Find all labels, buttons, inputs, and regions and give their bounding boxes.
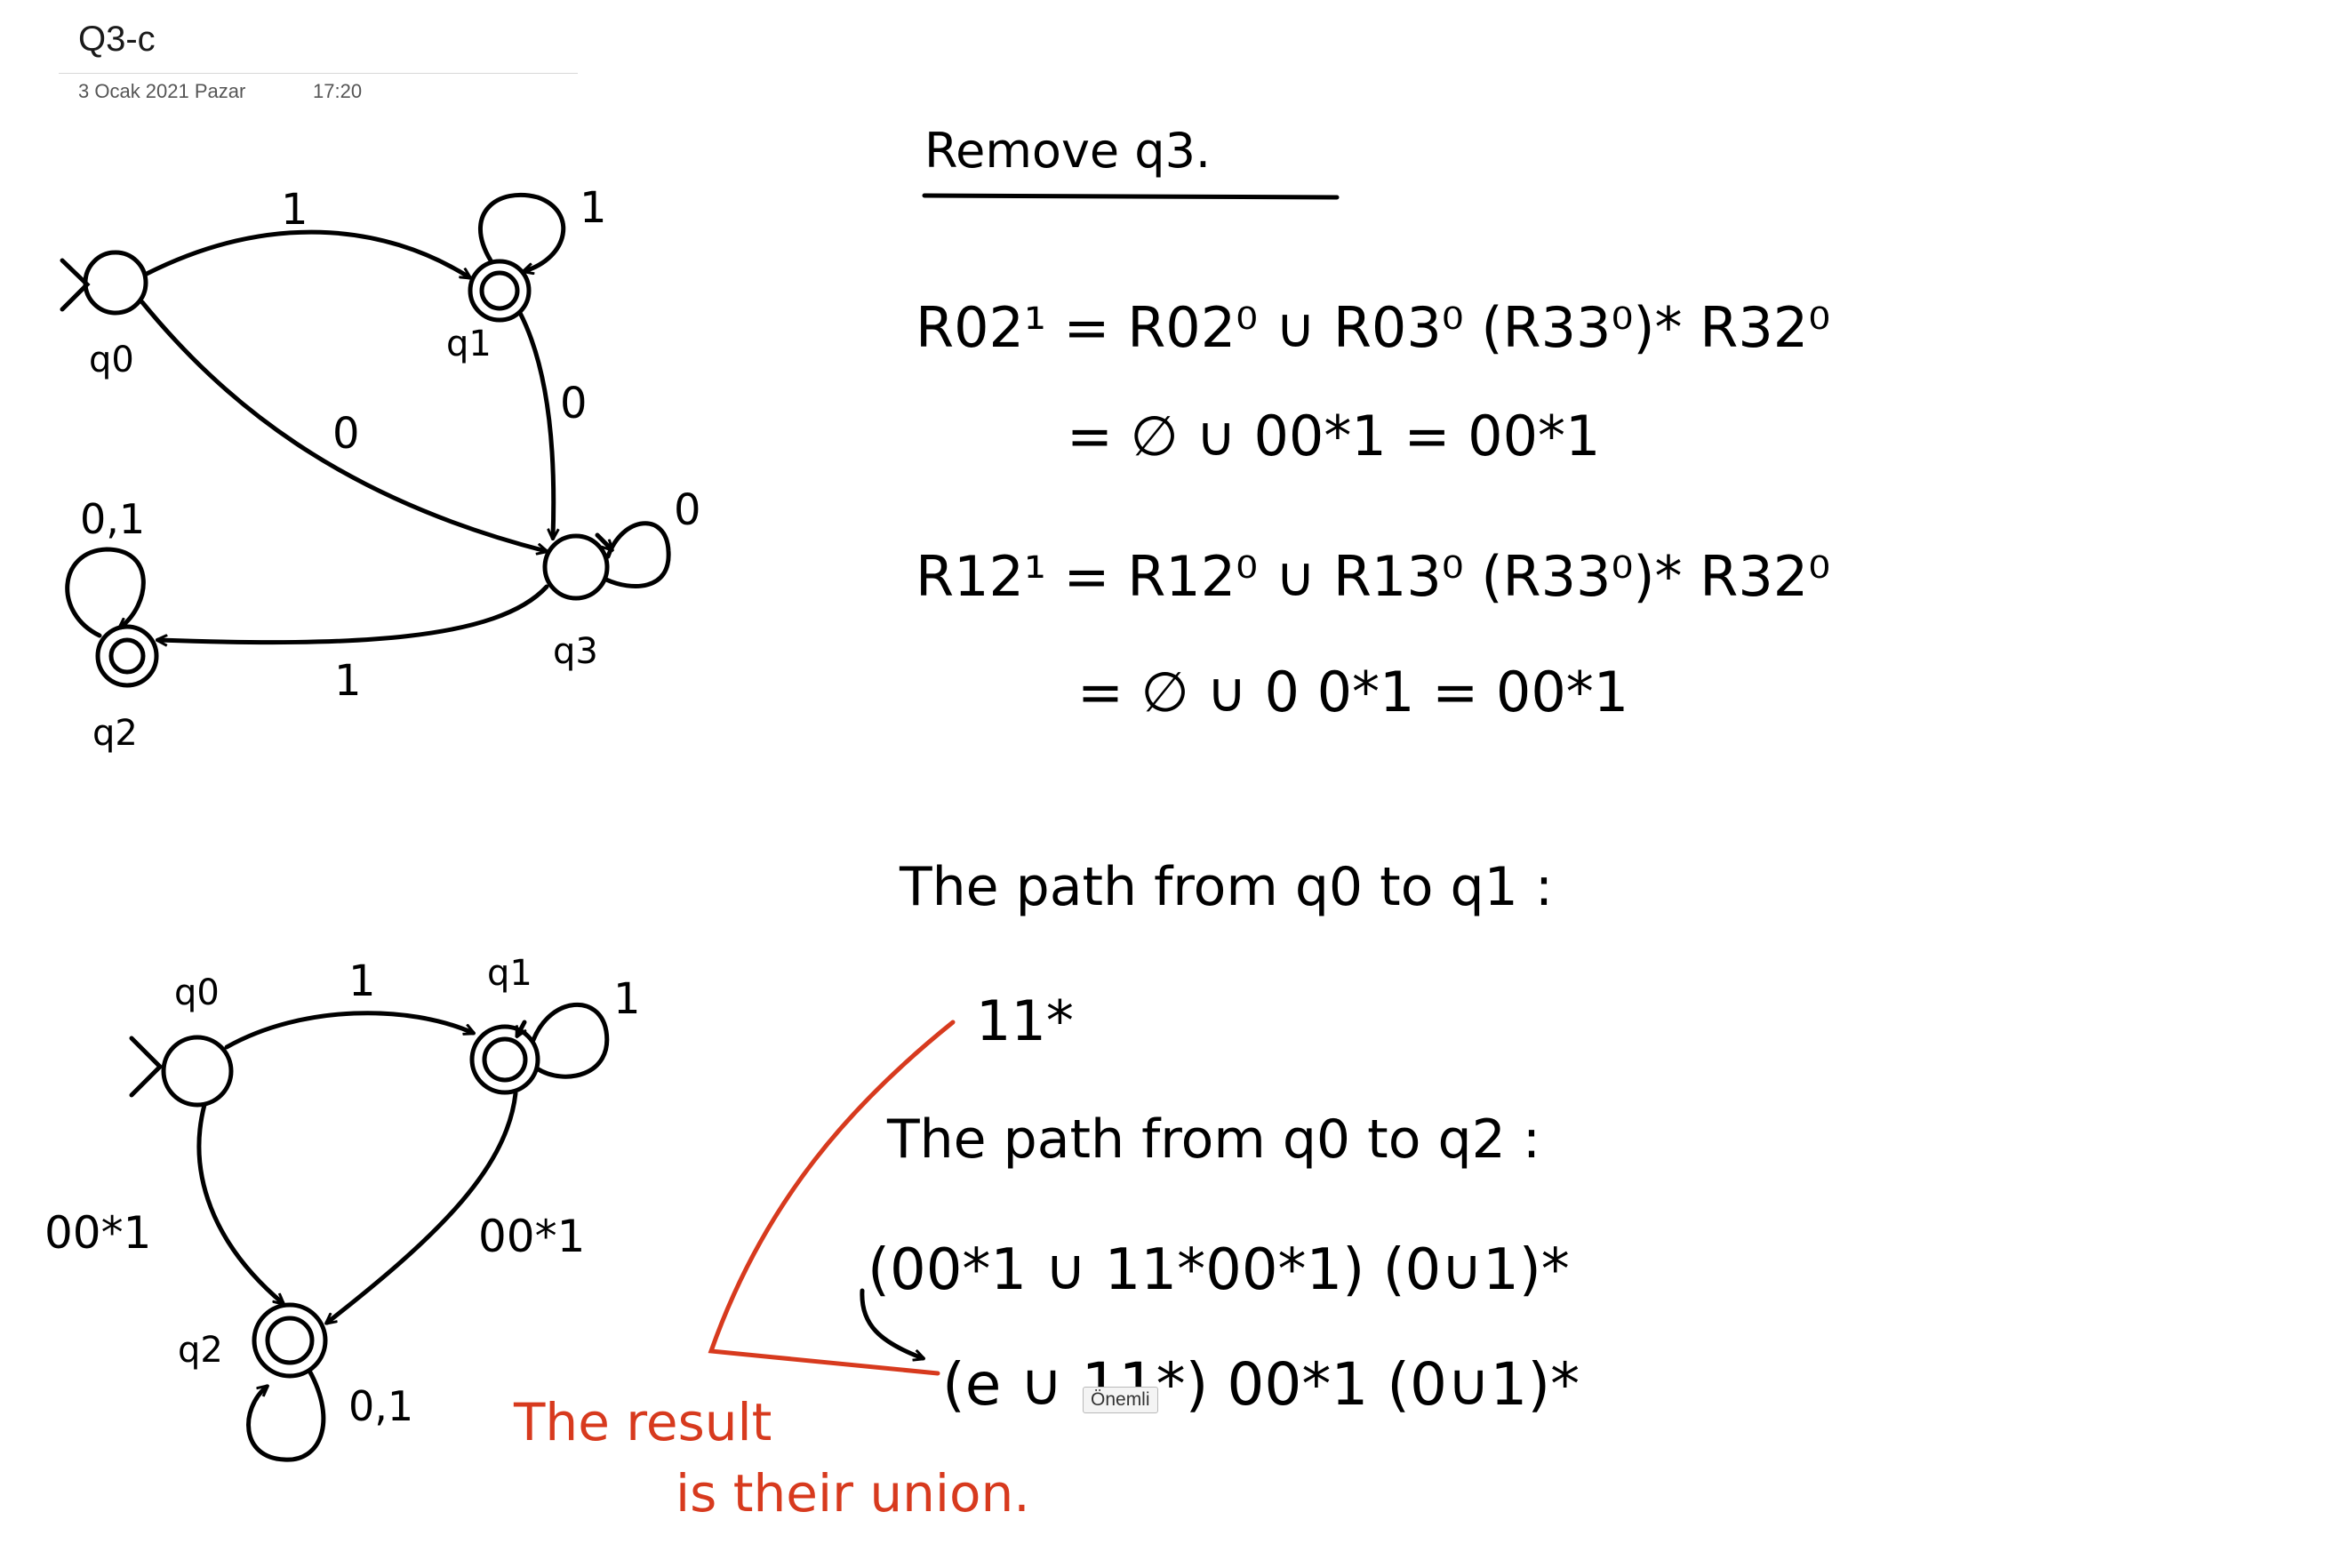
label-q2: q2 <box>92 713 138 754</box>
edge-q0-q3 <box>140 300 546 551</box>
state-q1 <box>468 259 532 323</box>
state2-q1-accept-ring <box>482 1036 528 1083</box>
loop2-q1 <box>531 1002 610 1079</box>
label2-q1: q1 <box>487 953 532 994</box>
loop-q3 <box>604 521 671 588</box>
edge2-q1-q2 <box>327 1091 518 1323</box>
equation-r12-result: = ∅ ∪ 0 0*1 = 00*1 <box>1077 660 1628 724</box>
page-title: Q3-c <box>78 20 156 59</box>
path-q0-q2-label: The path from q0 to q2 : <box>886 1108 1540 1171</box>
edge-label-q1-q3: 0 <box>560 379 588 428</box>
edge-label-q3-loop: 0 <box>674 485 701 535</box>
edge-label-q1-loop: 1 <box>580 183 607 233</box>
state-q2 <box>95 624 159 688</box>
label-q0: q0 <box>89 340 134 380</box>
derivation-notes: Remove q3. R02¹ = R02⁰ ∪ R03⁰ (R33⁰)* R3… <box>860 123 1830 1419</box>
path-q0-q1-label: The path from q0 to q1 : <box>899 856 1553 918</box>
edge2-label-q1-q2: 00*1 <box>478 1211 585 1262</box>
diagram-original <box>60 192 671 688</box>
diagram-original-labels: q0 q1 q2 q3 1 1 0 0 0 1 0,1 <box>80 183 701 754</box>
edge-q1-q3 <box>517 310 554 538</box>
equation-r12: R12¹ = R12⁰ ∪ R13⁰ (R33⁰)* R32⁰ <box>916 544 1830 609</box>
page-date: 3 Ocak 2021 Pazar <box>78 80 246 102</box>
annotation-line2: is their union. <box>676 1463 1030 1524</box>
annotation-line1: The result <box>513 1392 772 1452</box>
heading-remove-q3: Remove q3. <box>924 123 1211 179</box>
state-q1-accept-ring <box>479 270 520 311</box>
diagram-reduced <box>129 1002 610 1462</box>
union-annotation: The result is their union. <box>513 1020 1030 1524</box>
path-q0-q1-expr: 11* <box>976 988 1074 1053</box>
equation-r02-result: = ∅ ∪ 00*1 = 00*1 <box>1067 404 1601 468</box>
label-q3: q3 <box>553 631 598 672</box>
loop-q2 <box>65 547 146 638</box>
loop-q3-head <box>595 532 612 549</box>
edge2-q0-q2 <box>196 1102 283 1303</box>
rewrite-arrow <box>860 1288 923 1358</box>
label2-q2: q2 <box>178 1330 223 1371</box>
edge2-label-q0-q1: 1 <box>348 956 376 1006</box>
edge2-label-q2-loop: 0,1 <box>348 1382 413 1430</box>
edge-label-q0-q3: 0 <box>332 409 360 459</box>
edge2-q0-q1 <box>224 1011 473 1050</box>
union-bracket-line <box>708 1020 956 1376</box>
result-expression: (e ∪ 11*) 00*1 (0∪1)* <box>942 1350 1580 1419</box>
state-q3 <box>542 533 610 601</box>
state2-q2 <box>252 1302 328 1379</box>
title-divider <box>59 73 578 74</box>
state2-q1 <box>469 1024 540 1095</box>
tag-badge-important[interactable]: Önemli <box>1083 1387 1158 1413</box>
loop-q1 <box>478 192 566 271</box>
edge-label-q3-q2: 1 <box>334 656 362 706</box>
state2-q0 <box>161 1035 234 1108</box>
edge2-label-q0-q2: 00*1 <box>44 1207 151 1259</box>
state-q2-accept-ring <box>108 637 146 675</box>
diagram-reduced-labels: q0 q1 q2 1 1 00*1 00*1 0,1 <box>44 953 641 1430</box>
edge2-label-q1-loop: 1 <box>613 974 641 1024</box>
loop2-q2 <box>246 1368 326 1462</box>
edge-q3-q2 <box>158 584 549 643</box>
loop2-q1-head <box>517 1020 524 1036</box>
heading-underline <box>922 193 1340 200</box>
state2-q2-accept-ring <box>265 1316 315 1365</box>
state-q0 <box>83 250 148 316</box>
label2-q0: q0 <box>174 972 220 1013</box>
page-time: 17:20 <box>313 80 363 102</box>
edge-label-q2-loop: 0,1 <box>80 495 145 543</box>
edge-label-q0-q1: 1 <box>281 185 308 235</box>
equation-r02: R02¹ = R02⁰ ∪ R03⁰ (R33⁰)* R32⁰ <box>916 295 1830 360</box>
start-arrow-q0-2 <box>129 1036 164 1098</box>
path-q0-q2-expr: (00*1 ∪ 11*00*1) (0∪1)* <box>868 1237 1570 1303</box>
edge-q0-q1 <box>144 229 469 277</box>
label-q1: q1 <box>446 324 492 364</box>
